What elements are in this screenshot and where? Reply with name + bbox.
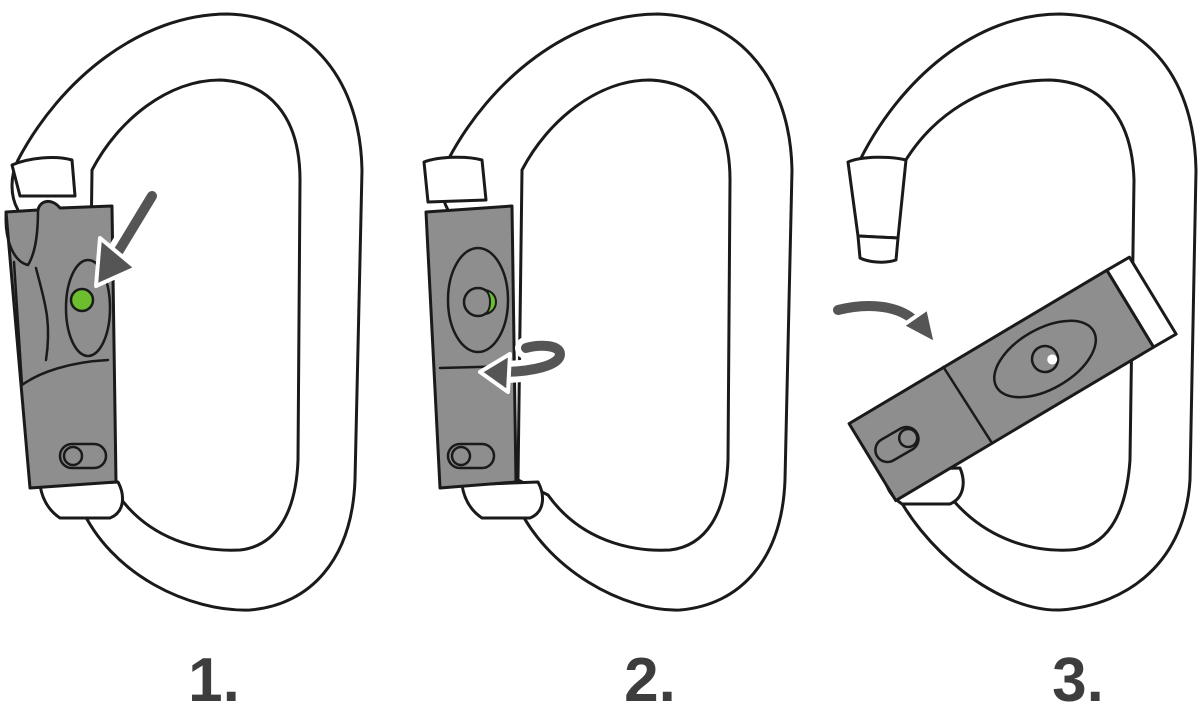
nose-hook-1: [10, 156, 77, 198]
green-indicator-icon: [69, 287, 95, 313]
carabiner-step-1: [4, 12, 364, 612]
gate-tip-3: [1105, 255, 1178, 349]
step-label-2: 2.: [624, 646, 676, 715]
nose-hook-3: [846, 155, 908, 240]
slot-pin-2: [450, 445, 472, 467]
green-indicator-icon: [483, 289, 497, 315]
gate-seam-1: [12, 260, 110, 388]
button-housing-1: [64, 258, 112, 358]
swing-open-arrow-icon: [827, 295, 938, 346]
slot-pin-1: [62, 445, 84, 467]
rotate-arrow-icon: [478, 334, 572, 394]
nose-hook-2: [422, 155, 488, 204]
carabiner-frame-3: [858, 12, 1198, 612]
gate-closed: [4, 200, 118, 490]
gate-notch-1: [4, 208, 40, 267]
step-label-3: 3.: [1052, 646, 1104, 715]
nose-tip-3: [856, 234, 900, 264]
button-hole-highlight-3: [1047, 354, 1058, 365]
carabiner-inner-1: [86, 78, 302, 552]
carabiner-step-3: [827, 12, 1198, 612]
button-hole-3: [1030, 344, 1060, 374]
gate-rotated: [424, 204, 518, 490]
slot-pin-3: [897, 427, 919, 449]
gate-contour-1: [34, 266, 50, 362]
button-housing-2: [446, 246, 510, 354]
press-arrow-icon: [94, 185, 163, 288]
gate-seam-3: [942, 365, 994, 445]
carabiner-step-2: [422, 12, 794, 612]
button-housing-3: [993, 319, 1098, 399]
step-label-1: 1.: [188, 646, 240, 715]
hinge-2: [460, 480, 544, 520]
hinge-1: [38, 480, 124, 520]
carabiner-inner-2: [516, 78, 732, 552]
